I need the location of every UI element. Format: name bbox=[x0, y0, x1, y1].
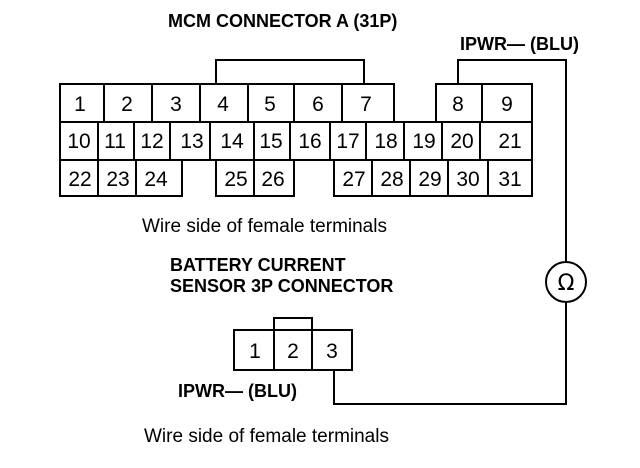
mcm-pin-10: 10 bbox=[67, 130, 90, 153]
mcm-row1-right-box bbox=[435, 83, 533, 123]
mcm-pin-28: 28 bbox=[380, 168, 403, 191]
mcm-pin-30: 30 bbox=[456, 168, 479, 191]
mcm-pin-18: 18 bbox=[374, 130, 397, 153]
sensor-connector: 1 2 3 bbox=[233, 317, 353, 371]
ohmmeter-icon: Ω bbox=[545, 261, 587, 303]
mcm-pin-5: 5 bbox=[264, 93, 276, 116]
wire-meter-to-sensor bbox=[333, 302, 567, 405]
mcm-pin-14: 14 bbox=[220, 130, 244, 153]
sensor-wire-label: IPWR— (BLU) bbox=[178, 381, 297, 401]
mcm-pin-dividers bbox=[97, 84, 489, 196]
wire-mcm-to-meter bbox=[457, 59, 567, 262]
mcm-pin-8: 8 bbox=[452, 93, 464, 116]
sensor-title-line1: BATTERY CURRENT bbox=[170, 255, 346, 275]
mcm-pin-31: 31 bbox=[498, 168, 521, 191]
mcm-pin-17: 17 bbox=[336, 130, 359, 153]
mcm-pin-6: 6 bbox=[312, 93, 324, 116]
mcm-connector-title: MCM CONNECTOR A (31P) bbox=[168, 11, 397, 31]
mcm-pin-24: 24 bbox=[144, 168, 168, 191]
mcm-pin-13: 13 bbox=[180, 130, 203, 153]
mcm-pin-9: 9 bbox=[501, 93, 513, 116]
mcm-row2-box bbox=[59, 121, 533, 161]
mcm-pin-22: 22 bbox=[68, 168, 91, 191]
mcm-caption: Wire side of female terminals bbox=[142, 216, 387, 237]
mcm-pin-20: 20 bbox=[450, 130, 473, 153]
sensor-pin-3: 3 bbox=[326, 340, 338, 363]
mcm-pin-1: 1 bbox=[74, 93, 86, 116]
sensor-title-line2: SENSOR 3P CONNECTOR bbox=[170, 276, 393, 296]
sensor-pin-1: 1 bbox=[249, 340, 261, 363]
mcm-wire-label: IPWR— (BLU) bbox=[460, 34, 579, 54]
sensor-lock-tab bbox=[273, 317, 313, 331]
ohm-symbol: Ω bbox=[558, 271, 575, 296]
mcm-pin-29: 29 bbox=[418, 168, 441, 191]
mcm-row3-right-box bbox=[333, 159, 533, 197]
mcm-pin-16: 16 bbox=[298, 130, 321, 153]
sensor-connector-body bbox=[233, 329, 353, 371]
mcm-pin-7: 7 bbox=[360, 93, 372, 116]
mcm-lock-tab bbox=[215, 59, 365, 84]
mcm-pin-19: 19 bbox=[412, 130, 435, 153]
mcm-pin-25: 25 bbox=[224, 168, 247, 191]
mcm-pin-21: 21 bbox=[498, 130, 521, 153]
mcm-row3-left-box bbox=[59, 159, 183, 197]
mcm-pin-2: 2 bbox=[121, 93, 133, 116]
mcm-pin-23: 23 bbox=[106, 168, 129, 191]
mcm-pin-26: 26 bbox=[261, 168, 284, 191]
sensor-pin-2: 2 bbox=[287, 340, 299, 363]
mcm-pin-12: 12 bbox=[140, 130, 163, 153]
sensor-caption: Wire side of female terminals bbox=[144, 426, 389, 447]
mcm-pin-15: 15 bbox=[259, 130, 282, 153]
mcm-pin-27: 27 bbox=[342, 168, 365, 191]
mcm-row1-left-box bbox=[59, 83, 395, 123]
mcm-pin-4: 4 bbox=[217, 93, 229, 116]
mcm-pin-11: 11 bbox=[104, 130, 126, 153]
mcm-pin-3: 3 bbox=[170, 93, 182, 116]
